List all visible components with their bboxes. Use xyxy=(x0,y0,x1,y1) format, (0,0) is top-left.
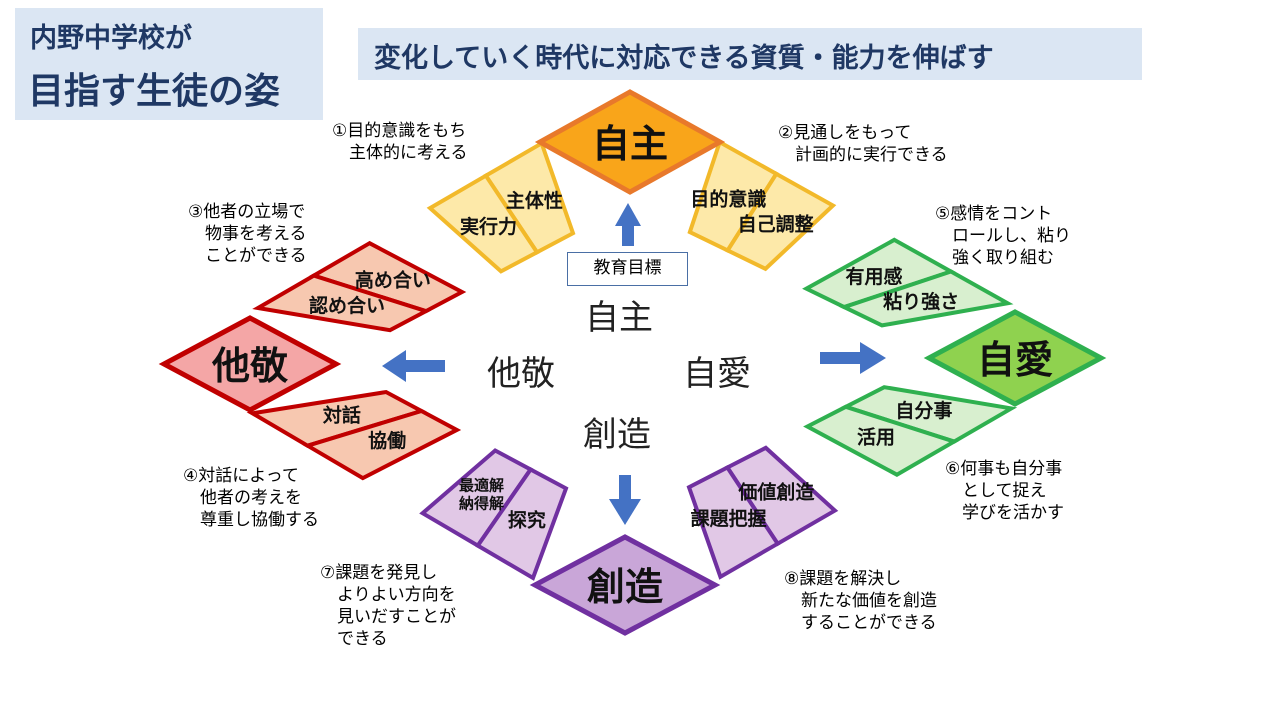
center-word-left: 他敬 xyxy=(487,354,555,394)
cell-top-left-2-label: 実行力 xyxy=(460,215,517,238)
arrow-up xyxy=(615,203,641,246)
cell-bottom-left-2-label: 探究 xyxy=(508,508,546,531)
center-word-top: 自主 xyxy=(585,298,653,338)
cell-left-lower-2-label: 協働 xyxy=(368,429,406,452)
cell-top-left-2 xyxy=(426,173,540,274)
cell-left-upper-1-label: 高め合い xyxy=(355,268,431,291)
arrow-down xyxy=(609,475,641,525)
corner-left xyxy=(158,315,342,413)
cell-top-right-2-label: 自己調整 xyxy=(738,213,814,236)
banner-text: 変化していく時代に対応できる資質・能力を伸ばす xyxy=(374,43,994,74)
cell-left-upper-2-label: 認め合い xyxy=(309,294,385,317)
corner-bottom xyxy=(529,534,721,636)
cell-right-upper-2-label: 粘り強さ xyxy=(883,291,959,313)
note-1: ①目的意識をもち 主体的に考える xyxy=(332,121,468,163)
cell-right-upper-2 xyxy=(838,269,1014,328)
corner-right xyxy=(923,309,1107,407)
note-4: ④対話によって 他者の考えを 尊重し協働する xyxy=(183,466,319,530)
cell-bottom-right-2-label: 課題把握 xyxy=(691,507,767,530)
note-8: ⑧課題を解決し 新たな価値を創造 することができる xyxy=(784,569,937,633)
note-3: ③他者の立場で 物事を考える ことができる xyxy=(188,202,307,266)
center-word-right: 自愛 xyxy=(683,354,751,394)
note-5: ⑤感情をコント ロールし、粘り 強く取り組む xyxy=(935,204,1071,268)
school-title-box xyxy=(15,8,323,120)
corner-bottom-label: 創造 xyxy=(587,565,663,609)
cell-bottom-right-2 xyxy=(686,464,781,580)
note-6: ⑥何事も自分事 として捉え 学びを活かす xyxy=(945,459,1064,523)
cell-right-lower-2-label: 活用 xyxy=(857,425,895,448)
cell-top-right-1-label: 目的意識 xyxy=(690,188,766,211)
cell-bottom-left-2 xyxy=(474,466,569,581)
corner-left-label: 他敬 xyxy=(211,344,289,388)
arrow-right xyxy=(820,342,886,374)
school-name-line: 内野中学校が xyxy=(30,23,192,54)
education-goal-label: 教育目標 xyxy=(567,252,688,286)
cell-right-upper-1-label: 有用感 xyxy=(845,265,902,288)
cell-bottom-right-1-label: 価値創造 xyxy=(737,480,815,503)
cell-bottom-left-1-label: 最適解納得解 xyxy=(459,477,504,513)
corner-top xyxy=(534,89,726,195)
arrow-left xyxy=(382,350,445,382)
note-2: ②見通しをもって 計画的に実行できる xyxy=(778,123,948,165)
corner-top-label: 自主 xyxy=(592,122,668,166)
note-7: ⑦課題を発見し よりよい方向を 見いだすことが できる xyxy=(320,563,456,649)
aim-line: 目指す生徒の姿 xyxy=(28,71,281,112)
cell-left-upper-2 xyxy=(252,273,432,333)
cell-top-left-1-label: 主体性 xyxy=(506,189,563,212)
cell-top-right-2 xyxy=(724,171,837,272)
cell-right-lower-1-label: 自分事 xyxy=(895,399,952,422)
cell-right-lower-2 xyxy=(803,404,960,477)
center-word-bottom: 創造 xyxy=(583,415,651,455)
cell-left-lower-1-label: 対話 xyxy=(322,404,361,427)
corner-right-label: 自愛 xyxy=(977,338,1053,382)
cell-left-lower-2 xyxy=(302,408,462,481)
banner-box xyxy=(358,28,1142,80)
